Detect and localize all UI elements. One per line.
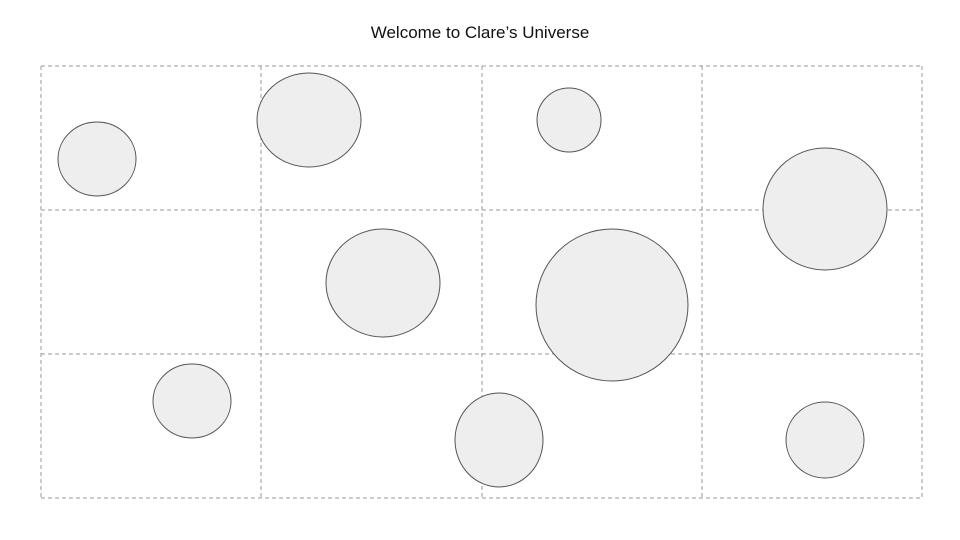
planet-circle — [152, 363, 232, 439]
diagram-title: Welcome to Clare’s Universe — [370, 23, 590, 42]
planet-circle — [785, 401, 865, 479]
planet-circle — [536, 87, 602, 153]
planet-circle — [256, 72, 362, 168]
planet-circle — [535, 228, 689, 382]
planet-circle — [325, 228, 441, 338]
planet-circle — [57, 121, 137, 197]
planet-circle — [454, 392, 544, 488]
planet-circle — [762, 147, 888, 271]
